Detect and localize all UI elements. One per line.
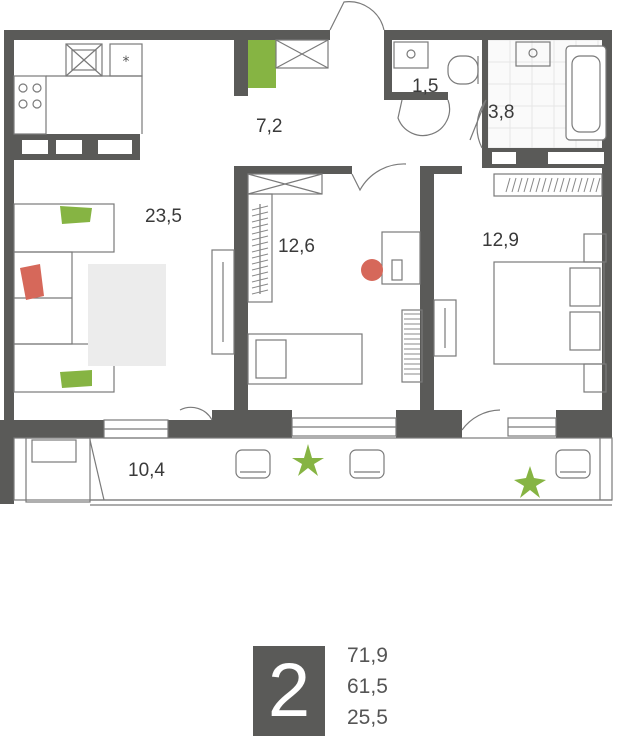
room-area-bedroom-1: 12,6 bbox=[278, 236, 315, 257]
kitchen-area: 25,5 bbox=[347, 706, 388, 729]
room-area-hall: 7,2 bbox=[256, 116, 282, 137]
radiator-1 bbox=[404, 313, 420, 375]
room-area-living: 23,5 bbox=[145, 206, 182, 227]
room-count-badge: 2 bbox=[253, 646, 325, 736]
walls bbox=[0, 30, 612, 504]
total-area: 71,9 bbox=[347, 644, 388, 667]
room-area-balcony: 10,4 bbox=[128, 460, 165, 481]
bath-fixtures bbox=[515, 41, 607, 141]
apartment-summary: 2 71,9 61,5 25,5 bbox=[253, 640, 433, 736]
living-furniture bbox=[13, 203, 235, 393]
room-area-bedroom-2: 12,9 bbox=[482, 230, 519, 251]
kitchen-furniture: * bbox=[13, 43, 143, 135]
bedroom-1-furniture bbox=[179, 163, 423, 421]
balcony-chairs bbox=[235, 449, 591, 479]
svg-text:*: * bbox=[123, 54, 130, 70]
kitchen-wall-gaps bbox=[22, 140, 132, 154]
wardrobe-1-hangers bbox=[251, 205, 269, 295]
cushions bbox=[20, 206, 92, 388]
living-area: 61,5 bbox=[347, 675, 388, 698]
wc-fixtures bbox=[393, 41, 479, 85]
balcony-outline bbox=[13, 437, 613, 506]
living-rug bbox=[88, 264, 166, 366]
bedroom-1-chair bbox=[361, 259, 383, 281]
bath-wall-gaps bbox=[492, 152, 604, 164]
room-area-bath: 3,8 bbox=[488, 102, 514, 123]
bedroom-2-furniture bbox=[433, 173, 607, 431]
plant-icon bbox=[292, 444, 546, 498]
wardrobe-2-hangers bbox=[505, 177, 601, 193]
room-area-wc: 1,5 bbox=[412, 76, 438, 97]
hall-fixtures bbox=[248, 1, 487, 149]
area-list: 71,9 61,5 25,5 bbox=[347, 640, 437, 733]
